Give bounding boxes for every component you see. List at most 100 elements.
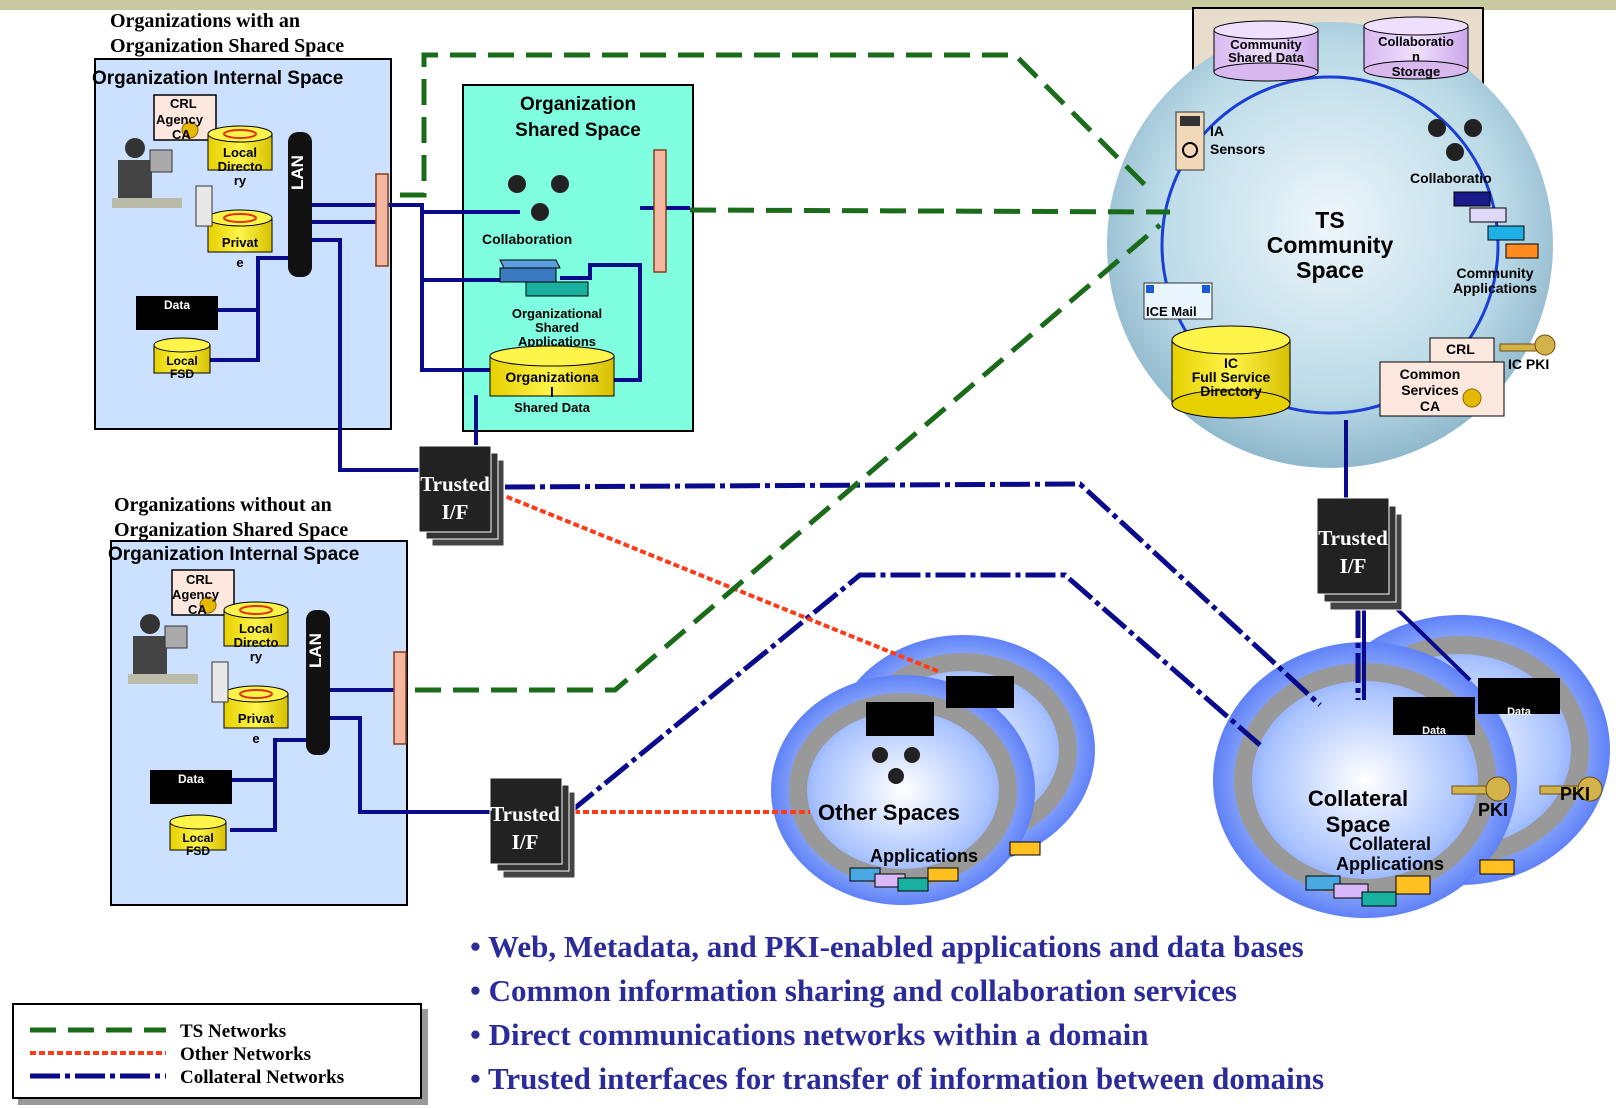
lan-bar-1 (288, 132, 312, 277)
ts-community-ring (1160, 75, 1500, 415)
trusted-if-2 (489, 777, 576, 879)
collateral-network-dashed (504, 481, 1361, 814)
ice-mail-icon (1143, 282, 1213, 320)
org-shared-title-2: Shared Space (515, 120, 641, 141)
other-space-collab-icon (872, 747, 920, 784)
bullet-item: • Direct communications networks within … (470, 1017, 1149, 1052)
lan-label-2: LAN (306, 633, 325, 668)
crl-label-2: CRL (186, 572, 213, 587)
other-space-server-back (946, 676, 1014, 708)
data-label-2: Data (177, 772, 204, 786)
ts-collab-icon (1428, 119, 1482, 161)
trusted-if-1 (418, 445, 505, 547)
bullet-item: • Common information sharing and collabo… (470, 973, 1237, 1008)
org-shared-collab-icon (508, 175, 569, 221)
bullet-item: • Web, Metadata, and PKI-enabled applica… (470, 929, 1304, 964)
other-spaces-title: Other Spaces (818, 800, 960, 825)
community-shared-data-cylinder (1213, 20, 1319, 82)
server-tower-1 (195, 185, 213, 227)
orgs-with-heading-1: Organizations with an (110, 10, 301, 32)
legend-labels: TS Networks Other Networks Collateral Ne… (180, 1020, 344, 1089)
agency-label-1: Agency (156, 112, 203, 127)
agency-ca-1 (153, 94, 217, 141)
collateral-apps-icon (1305, 859, 1515, 907)
other-networks (489, 488, 941, 814)
firewall-2 (653, 149, 667, 273)
trusted-if-3 (1316, 497, 1403, 611)
workstation-user-2 (128, 614, 198, 684)
collateral-data-server-back (1478, 678, 1560, 714)
firewall-3 (393, 651, 407, 745)
other-space-server-front (866, 702, 934, 736)
collaboration-storage-cylinder (1363, 16, 1469, 80)
legend-collateral-label: Collateral Networks (180, 1067, 345, 1088)
collateral-pki-label-back: PKI (1560, 784, 1591, 804)
server-tower-2 (211, 661, 229, 703)
ca-label-1: CA (172, 127, 191, 142)
collateral-pki-key-front (1451, 776, 1511, 802)
ic-pki-key-icon (1499, 334, 1556, 356)
top-bar (0, 0, 1616, 10)
data-label-1: Data (163, 298, 190, 312)
org-shared-data-cylinder (489, 345, 615, 397)
orgs-without-heading-2: Organization Shared Space (114, 519, 349, 541)
lan-label-1: LAN (288, 155, 307, 190)
bullet-list: • Web, Metadata, and PKI-enabled applica… (470, 925, 1324, 1101)
orgs-without-heading-1: Organizations without an (114, 494, 332, 516)
private-cylinder-1 (207, 209, 273, 253)
lan-bar-2 (306, 610, 330, 755)
local-directory-cylinder-1 (207, 125, 273, 171)
org-internal-space-title-2: Organization Internal Space (108, 544, 360, 565)
collateral-data-label-back: Data (1507, 706, 1531, 718)
data-block-1 (136, 296, 218, 330)
ca-label-2: CA (188, 602, 207, 617)
local-directory-cylinder-2 (223, 601, 289, 647)
other-space-apps-icon (849, 841, 1041, 892)
other-spaces-apps-label: Applications (870, 846, 979, 866)
legend-ts-label: TS Networks (180, 1021, 287, 1042)
collateral-data-server-front (1393, 697, 1475, 735)
community-apps-icon (1453, 191, 1539, 259)
ts-networks (400, 52, 1171, 693)
ts-collab-label: Collaboratio (1410, 170, 1492, 186)
crl-label-1: CRL (170, 96, 197, 111)
local-fsd-cylinder-2 (169, 814, 227, 851)
data-block-2 (150, 770, 232, 804)
org-shared-apps-icon (499, 259, 589, 297)
org-internal-space-title-1: Organization Internal Space (92, 68, 344, 89)
local-fsd-cylinder-1 (153, 337, 211, 374)
common-crl-label: CRL (1446, 341, 1475, 357)
ic-full-service-directory-cylinder (1171, 325, 1291, 419)
ic-pki-label: IC PKI (1508, 356, 1550, 372)
workstation-user-1 (112, 138, 182, 208)
agency-ca-2 (171, 569, 235, 616)
org-shared-title-1: Organization (519, 94, 637, 115)
ia-sensor-device (1175, 111, 1205, 171)
collateral-pki-label-front: PKI (1478, 800, 1509, 820)
common-services-ca (1379, 337, 1505, 417)
collateral-data-label-front: Data (1422, 725, 1446, 737)
org-shared-collab-label: Collaboration (482, 231, 573, 247)
orgs-with-heading-2: Organization Shared Space (110, 35, 345, 57)
collateral-pki-key-back (1539, 776, 1603, 802)
agency-label-2: Agency (172, 587, 219, 602)
